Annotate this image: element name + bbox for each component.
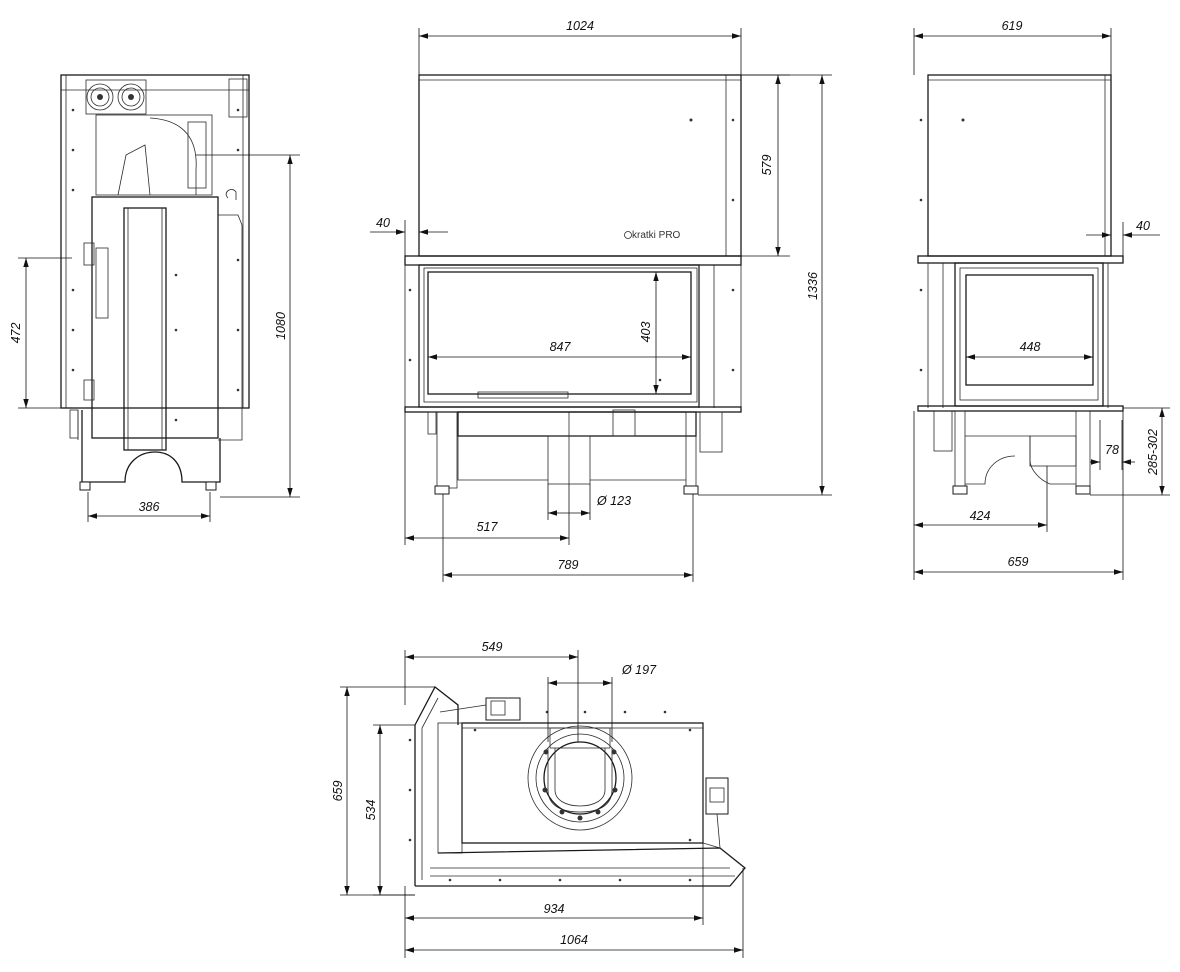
dim-517-label: 517: [477, 520, 499, 534]
dim-403-label: 403: [639, 322, 653, 343]
dim-619-label: 619: [1002, 19, 1023, 33]
dim-659-side-label: 659: [1008, 555, 1029, 569]
dim-549-label: 549: [482, 640, 503, 654]
dim-424-label: 424: [970, 509, 991, 523]
dim-1080-label: 1080: [274, 312, 288, 340]
flue-collar-icon: [527, 725, 633, 831]
dim-1064-label: 1064: [560, 933, 588, 947]
side-view: 619 40 448 78 285-302 424 659: [913, 19, 1170, 580]
fan-left-icon: [86, 83, 114, 111]
brand-logo: kratki PRO: [632, 230, 681, 241]
dim-1024-label: 1024: [566, 19, 594, 33]
dim-40-side-label: 40: [1136, 219, 1150, 233]
dim-789-label: 789: [558, 558, 579, 572]
top-view: 549 Ø 197 659 534 934 1064: [331, 640, 746, 958]
dim-386-label: 386: [139, 500, 160, 514]
dim-534-label: 534: [364, 800, 378, 821]
dim-flue-123-label: Ø 123: [596, 494, 631, 508]
dim-847-label: 847: [550, 340, 572, 354]
dim-285-302-label: 285-302: [1146, 429, 1160, 476]
back-view: 472 1080 386: [9, 74, 300, 522]
dim-934-label: 934: [544, 902, 565, 916]
dim-flue-197-label: Ø 197: [621, 663, 657, 677]
dim-472-label: 472: [9, 323, 23, 344]
dim-448-label: 448: [1020, 340, 1041, 354]
dim-40-front-label: 40: [376, 216, 390, 230]
dim-579-label: 579: [760, 155, 774, 176]
dim-1336-label: 1336: [806, 272, 820, 300]
front-view: kratki PRO 1: [370, 19, 832, 582]
fan-right-icon: [117, 83, 145, 111]
dim-78-label: 78: [1105, 443, 1119, 457]
dim-659-top-label: 659: [331, 781, 345, 802]
